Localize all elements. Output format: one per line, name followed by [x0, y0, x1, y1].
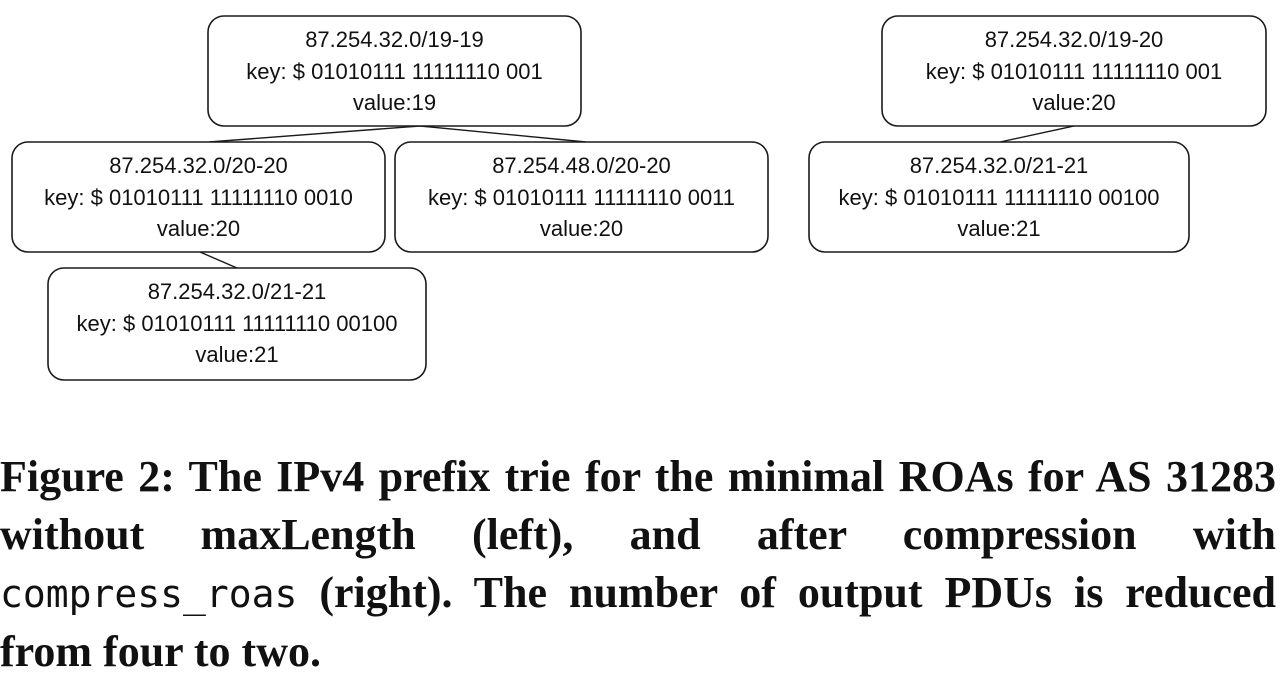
edge-left-root-to-left-b [419, 125, 587, 143]
node-key: key: $ 01010111 11111110 001 [926, 59, 1222, 84]
node-key: key: $ 01010111 11111110 0011 [428, 185, 735, 210]
trie-node-left-root: 87.254.32.0/19-19 key: $ 01010111 1111111… [207, 15, 582, 127]
node-value: value:20 [540, 216, 623, 241]
node-key: key: $ 01010111 11111110 00100 [839, 185, 1160, 210]
trie-node-left-b: 87.254.48.0/20-20 key: $ 01010111 1111111… [394, 141, 769, 253]
trie-node-right-a: 87.254.32.0/21-21 key: $ 01010111 1111111… [808, 141, 1190, 253]
node-prefix: 87.254.32.0/21-21 [910, 153, 1089, 178]
node-key: key: $ 01010111 11111110 00100 [77, 311, 398, 336]
figure-caption: Figure 2: The IPv4 prefix trie for the m… [0, 448, 1276, 681]
edge-left-root-to-left-a [208, 125, 421, 143]
caption-text-part1: The IPv4 prefix trie for the minimal ROA… [0, 452, 1276, 559]
caption-code: compress_roas [0, 572, 298, 616]
trie-node-left-c: 87.254.32.0/21-21 key: $ 01010111 1111111… [47, 267, 427, 381]
node-value: value:20 [157, 216, 240, 241]
node-box [808, 141, 1190, 253]
trie-node-left-a: 87.254.32.0/20-20 key: $ 01010111 1111111… [11, 141, 386, 253]
node-box [47, 267, 427, 381]
prefix-trie-diagram: 87.254.32.0/19-19 key: $ 01010111 1111111… [11, 15, 1267, 381]
node-prefix: 87.254.32.0/19-19 [305, 27, 484, 52]
node-box [11, 141, 386, 253]
node-prefix: 87.254.32.0/20-20 [109, 153, 288, 178]
node-value: value:19 [353, 90, 436, 115]
node-key: key: $ 01010111 11111110 001 [246, 59, 542, 84]
node-value: value:20 [1032, 90, 1115, 115]
node-box [394, 141, 769, 253]
node-prefix: 87.254.48.0/20-20 [492, 153, 671, 178]
figure-label: Figure 2: [0, 452, 175, 501]
node-box [207, 15, 582, 127]
node-value: value:21 [195, 342, 278, 367]
node-value: value:21 [957, 216, 1040, 241]
node-prefix: 87.254.32.0/21-21 [148, 279, 327, 304]
trie-node-right-root: 87.254.32.0/19-20 key: $ 01010111 1111111… [881, 15, 1267, 127]
trie-edges [199, 125, 1075, 269]
edge-left-a-to-left-c [199, 251, 238, 269]
node-box [881, 15, 1267, 127]
node-key: key: $ 01010111 11111110 0010 [44, 185, 353, 210]
edge-right-root-to-right-a [999, 125, 1075, 143]
node-prefix: 87.254.32.0/19-20 [985, 27, 1164, 52]
caption-text-part2: (right). The number of output PDUs is re… [0, 568, 1276, 676]
trie-nodes: 87.254.32.0/19-19 key: $ 01010111 1111111… [11, 15, 1267, 381]
